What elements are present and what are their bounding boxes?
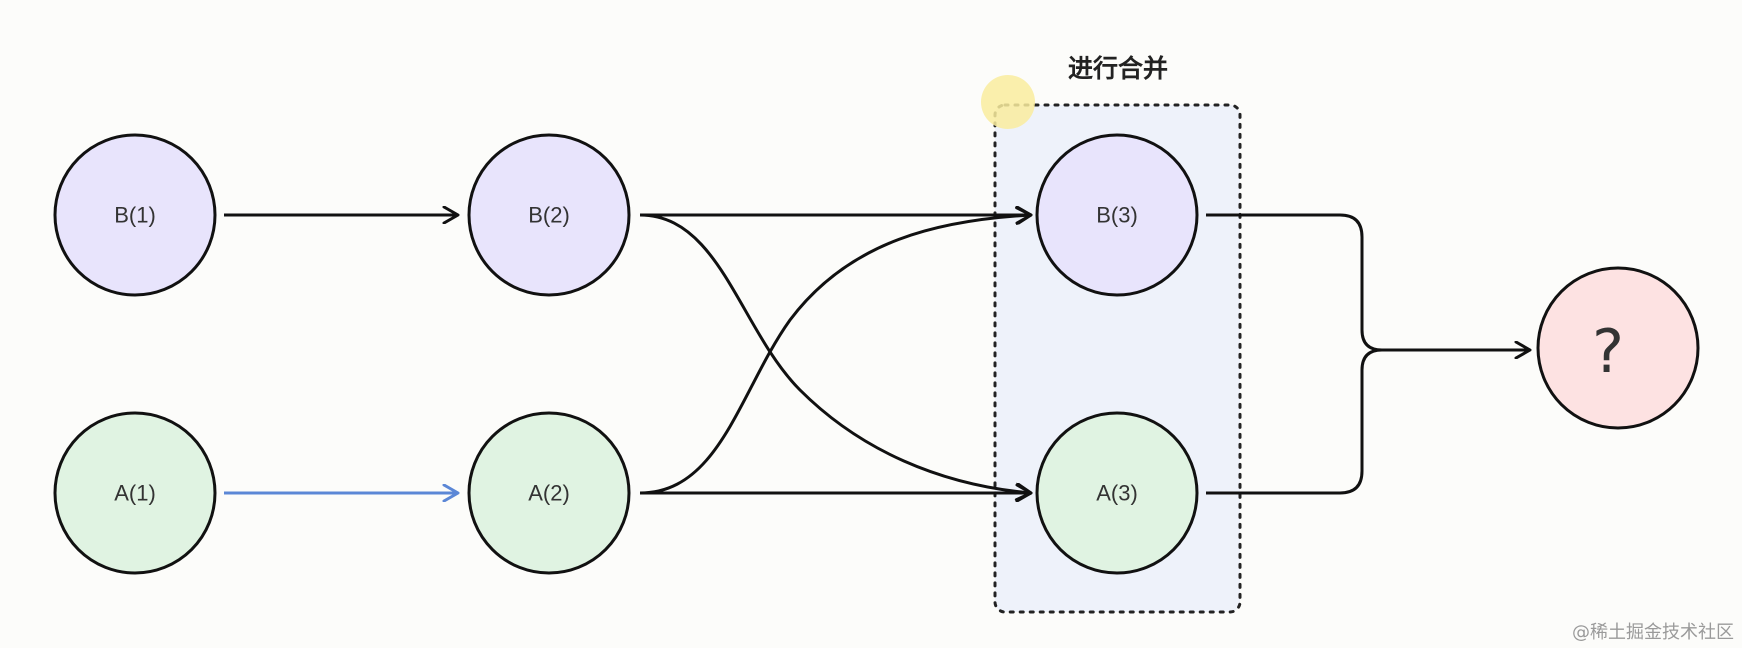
edge-a2-b3 [639, 215, 1031, 495]
node-b2[interactable]: B(2) [467, 133, 631, 297]
node-b1-label: B(1) [114, 203, 156, 228]
node-result[interactable]: ? [1536, 266, 1700, 430]
watermark-text: @稀土掘金技术社区 [1572, 622, 1734, 643]
node-b2-label: B(2) [528, 203, 570, 228]
edge-b3-merge [1206, 213, 1383, 352]
node-b3[interactable]: B(3) [1035, 133, 1199, 297]
edge-a3-merge [1206, 348, 1383, 495]
node-a2[interactable]: A(2) [467, 411, 631, 575]
cursor-highlight [981, 75, 1035, 129]
edge-b2-a3 [639, 213, 1031, 493]
node-b3-label: B(3) [1096, 203, 1138, 228]
node-a3-label: A(3) [1096, 481, 1138, 506]
node-a1[interactable]: A(1) [53, 411, 217, 575]
node-a2-label: A(2) [528, 481, 570, 506]
node-result-label: ? [1592, 317, 1624, 387]
node-a1-label: A(1) [114, 481, 156, 506]
merge-group-title: 进行合并 [1068, 54, 1168, 83]
node-b1[interactable]: B(1) [53, 133, 217, 297]
node-a3[interactable]: A(3) [1035, 411, 1199, 575]
